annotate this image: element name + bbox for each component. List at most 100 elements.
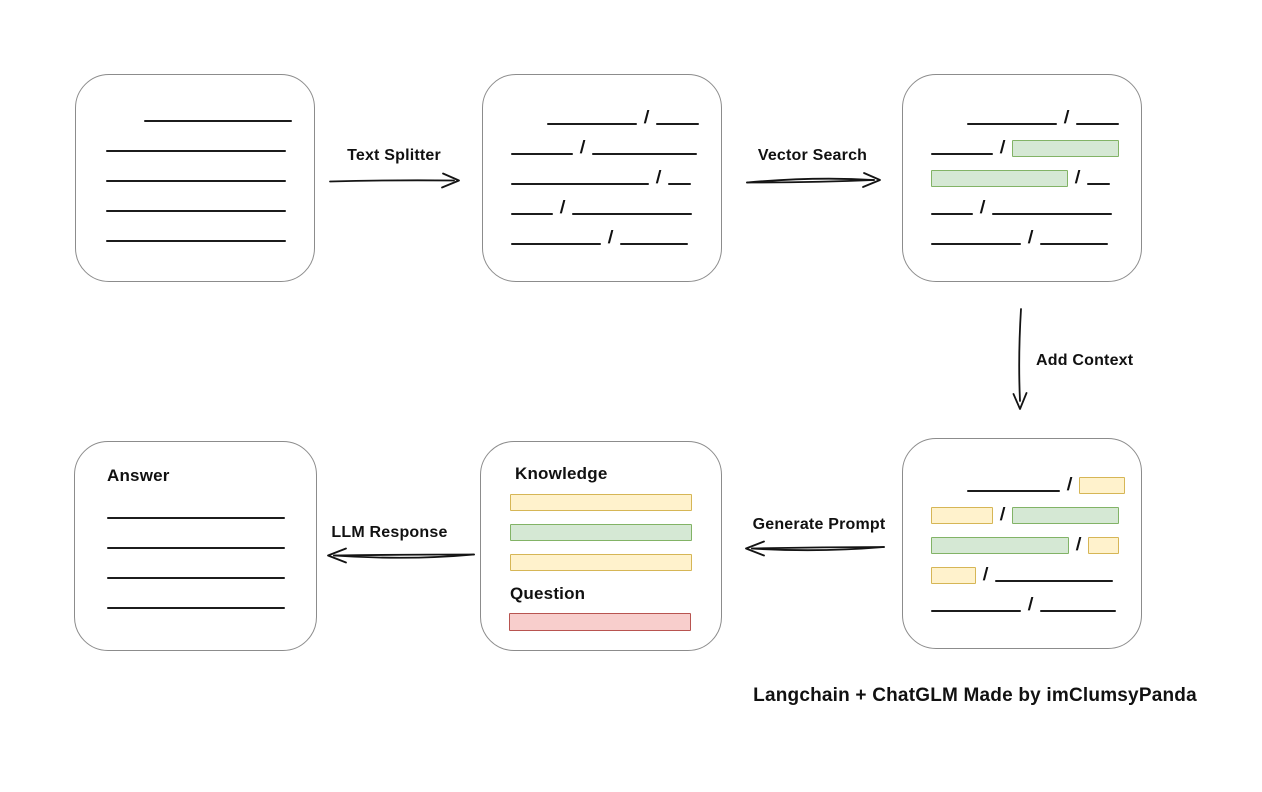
question-bar <box>509 613 691 631</box>
chunk-yellow <box>931 567 976 584</box>
doc-row: / <box>511 195 699 217</box>
chunk-yellow <box>510 554 692 571</box>
add-context-label: Add Context <box>1036 352 1134 369</box>
text-line <box>547 123 637 125</box>
chunk-yellow <box>1088 537 1120 554</box>
answer-lines <box>107 499 285 611</box>
text-line <box>992 213 1113 215</box>
text-line <box>931 153 993 155</box>
llm-response-arrow-icon <box>327 547 475 564</box>
doc-row: / <box>511 165 699 187</box>
slash-separator: / <box>579 137 586 157</box>
document-lines <box>106 102 292 244</box>
split-text-lines: / / / / / <box>511 105 700 247</box>
text-line <box>511 183 649 185</box>
doc-row: / <box>511 135 699 157</box>
slash-separator: / <box>1027 594 1034 614</box>
slash-separator: / <box>607 227 614 247</box>
text-line <box>144 120 292 122</box>
text-line <box>656 123 700 125</box>
text-line <box>931 243 1021 245</box>
doc-row: / <box>931 105 1120 127</box>
text-line <box>967 123 1057 125</box>
slash-separator: / <box>999 504 1006 524</box>
doc-row <box>106 222 292 244</box>
text-line <box>1087 183 1111 185</box>
indent-spacer <box>106 123 138 124</box>
vector-matches-node: / / / / / <box>902 74 1142 282</box>
text-line <box>106 180 286 182</box>
doc-row: / <box>931 472 1126 494</box>
doc-row <box>509 613 691 631</box>
text-line <box>995 580 1114 582</box>
text-line <box>572 213 693 215</box>
doc-row <box>510 524 692 541</box>
doc-row: / <box>511 105 700 127</box>
text-line <box>107 547 285 549</box>
chunk-green <box>931 537 1069 554</box>
chunk-green <box>1012 140 1120 157</box>
slash-separator: / <box>979 197 986 217</box>
answer-node: Answer <box>74 441 317 651</box>
text-line <box>107 517 285 519</box>
slash-separator: / <box>1066 474 1073 494</box>
doc-row: / <box>931 532 1125 554</box>
context-chunks-lines: / / / / / <box>931 472 1126 614</box>
answer-heading: Answer <box>107 466 170 485</box>
text-line <box>931 610 1021 612</box>
doc-row: / <box>931 165 1119 187</box>
doc-row: / <box>931 135 1120 157</box>
text-line <box>967 490 1060 492</box>
slash-separator: / <box>1074 167 1081 187</box>
doc-row: / <box>931 592 1125 614</box>
doc-row <box>106 192 292 214</box>
generate-prompt-label: Generate Prompt <box>752 516 886 533</box>
slash-separator: / <box>1027 227 1034 247</box>
text-line <box>1076 123 1120 125</box>
prompt-node: Knowledge Question <box>480 441 722 651</box>
chunk-yellow <box>1079 477 1126 494</box>
generate-prompt-arrow-icon <box>745 540 885 557</box>
doc-row: / <box>931 562 1125 584</box>
text-line <box>107 607 285 609</box>
doc-row <box>106 102 292 124</box>
text-splitter-label: Text Splitter <box>347 147 441 164</box>
indent-spacer <box>931 126 961 127</box>
text-line <box>106 150 286 152</box>
chunk-yellow <box>931 507 993 524</box>
text-line <box>107 577 285 579</box>
slash-separator: / <box>982 564 989 584</box>
question-heading: Question <box>510 584 586 603</box>
doc-row: / <box>931 195 1119 217</box>
doc-row <box>510 494 692 511</box>
knowledge-bars <box>510 494 692 571</box>
text-line <box>1040 610 1117 612</box>
chunk-yellow <box>510 494 692 511</box>
doc-row <box>107 589 285 611</box>
llm-response-label: LLM Response <box>331 524 448 541</box>
doc-row <box>107 499 285 521</box>
doc-row: / <box>931 225 1119 247</box>
split-text-node: / / / / / <box>482 74 722 282</box>
slash-separator: / <box>643 107 650 127</box>
vector-search-arrow-icon <box>746 172 881 188</box>
text-line <box>106 210 286 212</box>
slash-separator: / <box>559 197 566 217</box>
text-line <box>931 213 973 215</box>
text-line <box>511 153 573 155</box>
context-chunks-node: / / / / / <box>902 438 1142 649</box>
slash-separator: / <box>1075 534 1082 554</box>
indent-spacer <box>931 493 961 494</box>
diagram-caption: Langchain + ChatGLM Made by imClumsyPand… <box>753 685 1197 706</box>
document-node <box>75 74 315 282</box>
doc-row <box>107 559 285 581</box>
slash-separator: / <box>655 167 662 187</box>
knowledge-heading: Knowledge <box>515 464 608 483</box>
chunk-green <box>931 170 1068 187</box>
doc-row <box>106 132 292 154</box>
chunk-red <box>509 613 691 631</box>
slash-separator: / <box>999 137 1006 157</box>
doc-row <box>510 554 692 571</box>
vector-search-label: Vector Search <box>757 147 868 164</box>
doc-row: / <box>511 225 699 247</box>
